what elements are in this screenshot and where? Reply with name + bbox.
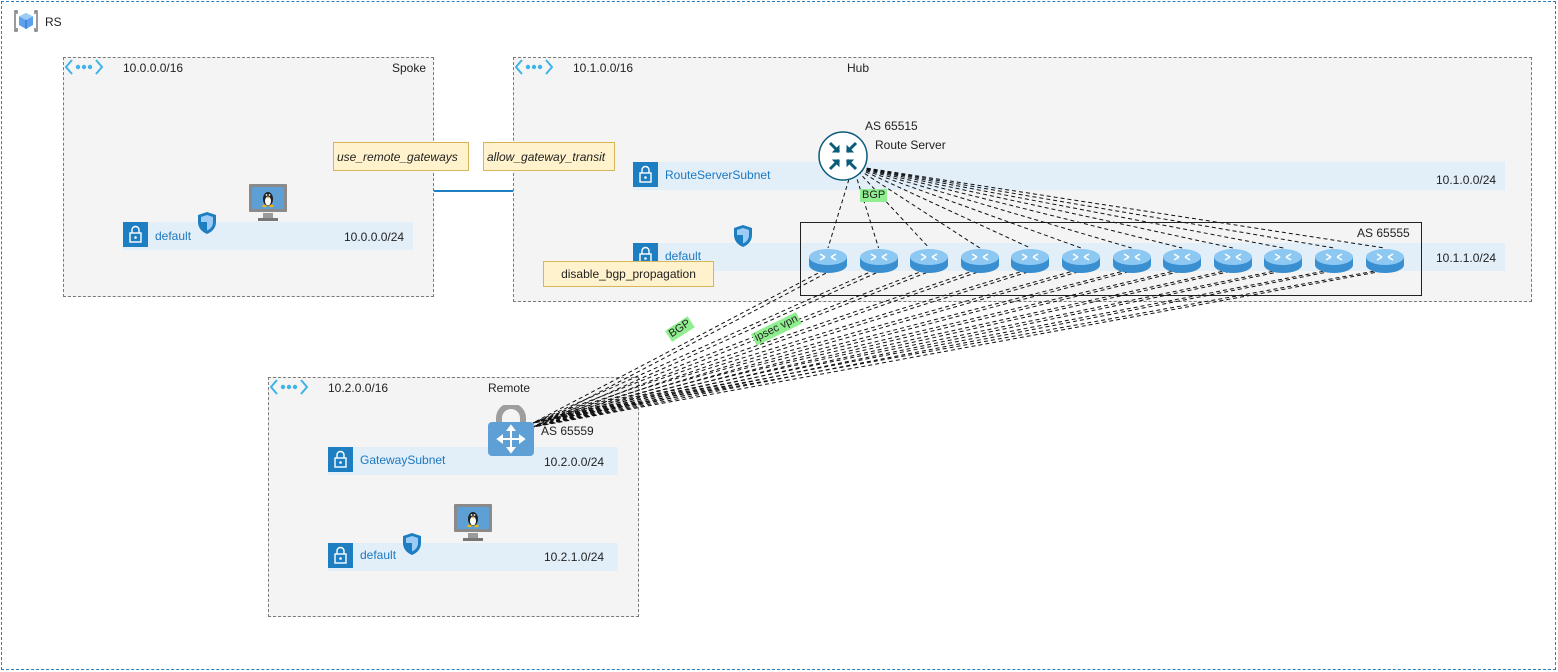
subnet-remote-gateway[interactable] xyxy=(328,447,618,475)
bgp-session-line xyxy=(532,269,926,424)
bgp-session-line xyxy=(852,165,1132,249)
subnet-hub-routeserver[interactable] xyxy=(633,162,1505,190)
ipsec-tunnel-line xyxy=(532,269,1237,428)
bgp-session-line xyxy=(532,269,1280,424)
resource-group-icon xyxy=(14,9,38,33)
route-server-label: Route Server xyxy=(875,138,946,152)
vpn-gateway-as: AS 65559 xyxy=(541,424,594,438)
bgp-session-line xyxy=(532,269,976,424)
bgp-session-line xyxy=(532,269,1229,424)
resource-group-title: RS xyxy=(45,15,62,29)
route-server-as: AS 65515 xyxy=(865,119,918,133)
vnet-hub-cidr: 10.1.0.0/16 xyxy=(573,61,634,75)
subnet-spoke-default-name: default xyxy=(155,229,192,243)
bgp-session-line xyxy=(852,165,930,249)
vnet-spoke-cidr: 10.0.0.0/16 xyxy=(123,61,184,75)
bgp-session-line xyxy=(532,269,1027,424)
subnet-remote-default[interactable] xyxy=(328,543,618,571)
ipsec-tunnel-line xyxy=(532,269,984,428)
vnet-remote-cidr: 10.2.0.0/16 xyxy=(328,381,389,395)
vnet-remote-name: Remote xyxy=(488,381,531,395)
bgp-session-line xyxy=(852,165,1031,249)
note-allow-gateway-transit[interactable]: allow_gateway_transit xyxy=(483,142,615,171)
subnet-routeserver-cidr: 10.1.0.0/24 xyxy=(1436,173,1497,187)
subnet-remote-default-cidr: 10.2.1.0/24 xyxy=(544,550,605,564)
ipsec-tunnel-line xyxy=(532,269,883,428)
bgp-session-line xyxy=(852,165,1385,249)
ipsec-tunnel-line xyxy=(532,269,1389,428)
bgp-session-line xyxy=(532,269,1128,424)
vnet-spoke-name: Spoke xyxy=(392,61,427,75)
bgp-session-line xyxy=(852,165,1233,249)
edge-label-bgp: BGP xyxy=(860,189,888,202)
ipsec-tunnel-line xyxy=(532,269,1187,428)
vnet-spoke[interactable] xyxy=(63,57,434,297)
subnet-spoke-default[interactable] xyxy=(123,222,413,250)
subnet-gateway-name: GatewaySubnet xyxy=(360,453,446,467)
subnet-gateway-cidr: 10.2.0.0/24 xyxy=(544,455,605,469)
ipsec-tunnel-line xyxy=(532,269,1288,428)
subnet-spoke-default-cidr: 10.0.0.0/24 xyxy=(344,230,405,244)
bgp-session-line xyxy=(532,269,875,424)
subnet-hub-default-cidr: 10.1.1.0/24 xyxy=(1436,251,1497,265)
ipsec-tunnel-line xyxy=(532,269,1086,428)
ipsec-tunnel-line xyxy=(532,269,1339,428)
bgp-session-line xyxy=(852,165,880,249)
vnet-hub-name: Hub xyxy=(847,61,870,75)
bgp-session-line xyxy=(532,269,1381,424)
ipsec-tunnel-line xyxy=(532,269,1035,428)
note-disable-bgp-propagation[interactable]: disable_bgp_propagation xyxy=(543,261,714,287)
bgp-session-line xyxy=(532,269,825,424)
note-use-remote-gateways[interactable]: use_remote_gateways xyxy=(333,142,469,171)
ipsec-tunnel-line xyxy=(532,269,833,428)
bgp-session-line xyxy=(852,165,1082,249)
subnet-hub-default-name: default xyxy=(665,249,702,263)
subnet-routeserver-name: RouteServerSubnet xyxy=(665,168,771,182)
ipsec-tunnel-line xyxy=(532,269,934,428)
bgp-session-line xyxy=(532,269,1179,424)
bgp-session-line xyxy=(852,165,1335,249)
router-group-as: AS 65555 xyxy=(1357,226,1410,240)
bgp-session-line xyxy=(532,269,1331,424)
subnet-remote-default-name: default xyxy=(360,548,397,562)
bgp-session-line xyxy=(852,165,1183,249)
bgp-session-line xyxy=(852,165,1284,249)
bgp-session-line xyxy=(532,269,1078,424)
